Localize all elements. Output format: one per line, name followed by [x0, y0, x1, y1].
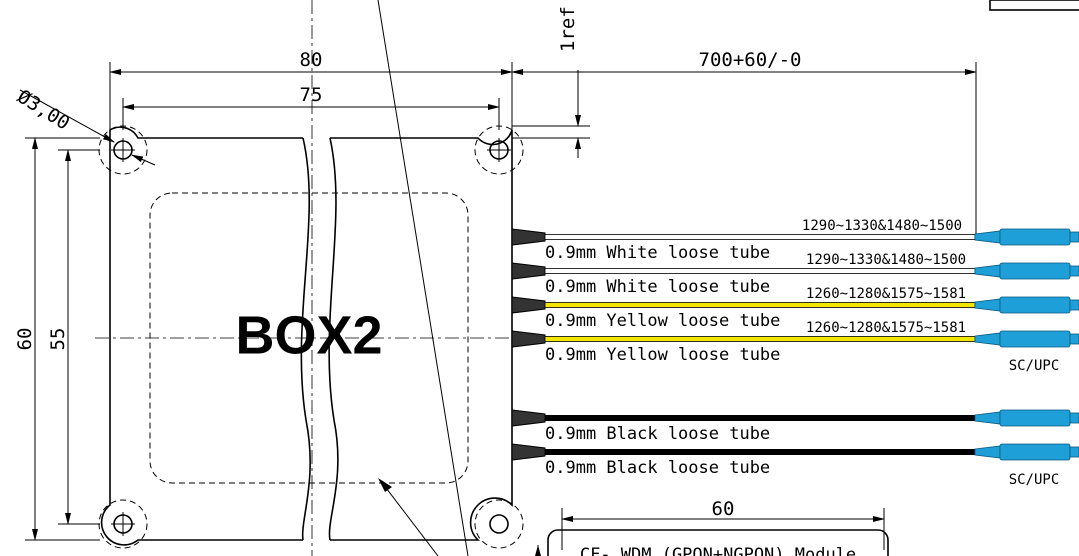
module-label-text: CF- WDM (GPON+NGPON) Module — [580, 545, 856, 556]
dim-label-width-text: 60 — [712, 498, 735, 520]
tube-boot — [511, 296, 546, 314]
dimension-55-vertical: 55 — [47, 149, 100, 525]
dim-fiber-length-text: 700+60/-0 — [699, 49, 802, 71]
tube-body — [544, 268, 976, 274]
tube-boot — [511, 228, 546, 246]
title-block-edge — [989, 0, 1079, 11]
wavelength-label: 1290~1330&1480~1500 — [802, 218, 962, 234]
box-label: BOX2 — [235, 305, 382, 365]
connector-label-top: SC/UPC — [1009, 358, 1060, 374]
dim-ref-text: 1ref — [557, 6, 579, 52]
tube-boot — [511, 443, 546, 461]
connector-ferrule — [1069, 446, 1079, 458]
connector-body — [999, 262, 1071, 280]
dimension-fiber-length: 700+60/-0 — [511, 49, 977, 235]
connector-ferrule — [1069, 231, 1079, 243]
tube-label: 0.9mm Yellow loose tube — [545, 345, 780, 365]
wavelength-label: 1260~1280&1575~1581 — [806, 286, 966, 302]
tube-body — [544, 302, 976, 308]
connector-body — [999, 409, 1071, 427]
tube-label: 0.9mm Black loose tube — [545, 458, 770, 478]
connector-boot — [974, 264, 1001, 278]
connector-boot — [974, 332, 1001, 346]
connector-ferrule — [1069, 265, 1079, 277]
leader-line-bottom — [379, 479, 439, 556]
fiber-tubes: 0.9mm White loose tube 1290~1330&1480~150… — [511, 218, 1079, 478]
tube-body — [545, 449, 975, 455]
tube-label: 0.9mm Black loose tube — [545, 424, 770, 444]
leader-arrowhead — [378, 478, 392, 492]
connector-body — [999, 228, 1071, 246]
leader-line — [377, 0, 469, 556]
tube-label: 0.9mm White loose tube — [545, 277, 770, 297]
tube-body — [545, 415, 975, 421]
connector-boot — [974, 230, 1001, 244]
dim-75-text: 75 — [300, 84, 323, 106]
module-label-box: 60 CF- WDM (GPON+NGPON) Module — [535, 498, 889, 556]
tube-label: 0.9mm White loose tube — [545, 243, 770, 263]
dimension-80: 80 — [109, 49, 513, 132]
dimension-75: 75 — [122, 84, 500, 130]
connector-body — [999, 443, 1071, 461]
connector-ferrule — [1069, 412, 1079, 424]
connector-body — [999, 296, 1071, 314]
tube-body — [544, 234, 976, 240]
hole-diameter-text: Ø3,00 — [13, 86, 73, 135]
connector-boot — [974, 445, 1001, 459]
connector-boot — [974, 411, 1001, 425]
wavelength-label: 1260~1280&1575~1581 — [806, 320, 966, 336]
connector-body — [999, 330, 1071, 348]
dimension-60-vertical: 60 — [14, 137, 100, 541]
connector-ferrule — [1069, 299, 1079, 311]
tube-boot — [511, 262, 546, 280]
connector-label-bottom: SC/UPC — [1009, 472, 1060, 488]
dim-55v-text: 55 — [47, 328, 69, 351]
connector-ferrule — [1069, 333, 1079, 345]
dimension-ref: 1ref — [512, 6, 590, 158]
tube-label: 0.9mm Yellow loose tube — [545, 311, 780, 331]
tube-boot — [511, 409, 546, 427]
tube-boot — [511, 330, 546, 348]
tube-body — [544, 336, 976, 342]
connector-boot — [974, 298, 1001, 312]
dim-60v-text: 60 — [14, 328, 36, 351]
dim-80-text: 80 — [300, 49, 323, 71]
wavelength-label: 1290~1330&1480~1500 — [806, 252, 966, 268]
